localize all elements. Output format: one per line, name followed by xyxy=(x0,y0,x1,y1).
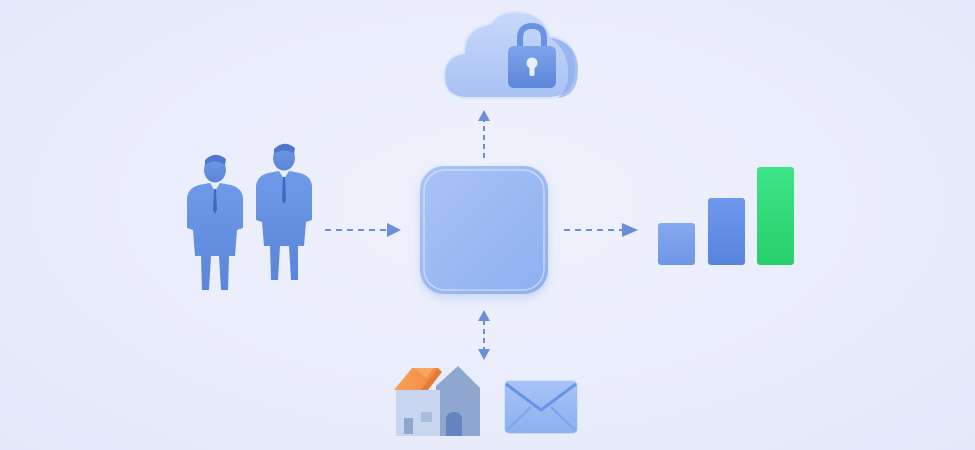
arrow-hub-to-cloud xyxy=(474,108,494,160)
growth-bar-chart-icon xyxy=(654,163,800,269)
bar-small xyxy=(658,223,695,265)
bar-large xyxy=(757,167,794,265)
business-people-icon xyxy=(183,143,318,296)
secure-cloud-lock-icon xyxy=(440,8,582,104)
arrow-hub-to-home-bidirectional xyxy=(474,308,494,362)
arrow-hub-to-growth xyxy=(562,220,642,240)
envelope-icon xyxy=(501,377,581,437)
person-left-icon xyxy=(187,154,243,290)
bar-medium xyxy=(708,198,745,265)
house-icon xyxy=(390,362,486,438)
person-right-icon xyxy=(256,143,312,280)
central-hub-square xyxy=(416,162,556,302)
arrow-people-to-hub xyxy=(323,220,403,240)
